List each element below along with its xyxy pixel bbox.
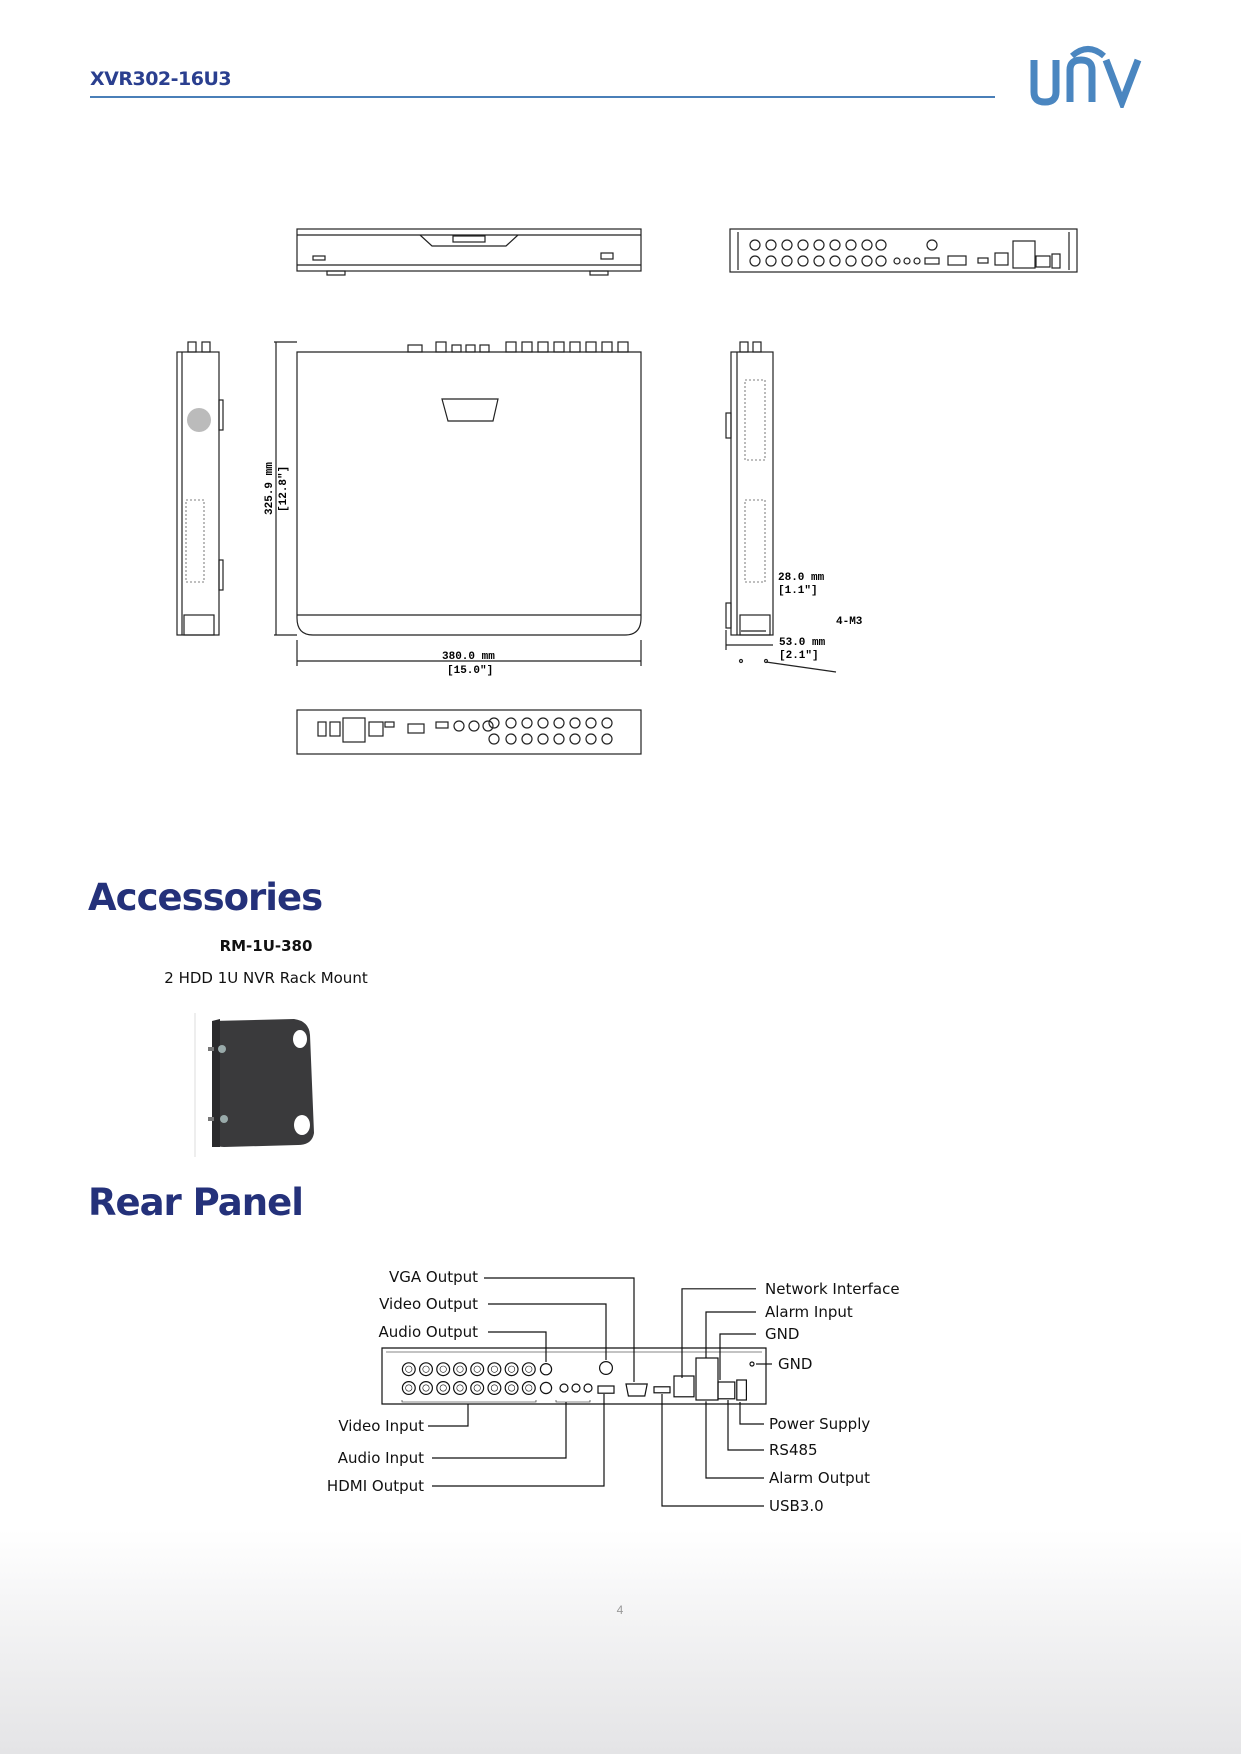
background-wave (0, 1530, 1241, 1754)
label-alarm-output: Alarm Output (767, 1469, 873, 1487)
front-view-drawing (296, 228, 642, 276)
label-gnd-1: GND (763, 1325, 802, 1343)
label-alarm-input: Alarm Input (763, 1303, 855, 1321)
accessory-description: 2 HDD 1U NVR Rack Mount (164, 969, 368, 987)
screw-label: 4-M3 (836, 616, 863, 628)
accessories-heading: Accessories (88, 876, 323, 919)
rear-view-bottom-drawing (296, 709, 642, 755)
label-video-input: Video Input (338, 1417, 424, 1435)
depth-in-label: [12.8"] (278, 466, 290, 512)
width-in-label: [15.0"] (447, 665, 493, 677)
label-audio-input: Audio Input (337, 1449, 424, 1467)
left-side-view-drawing (176, 341, 224, 636)
height-in-label: [2.1"] (779, 650, 819, 662)
page-number: 4 (616, 1603, 624, 1617)
label-vga-output: VGA Output (388, 1268, 478, 1286)
label-hdmi-output: HDMI Output (326, 1477, 424, 1495)
label-power-supply: Power Supply (767, 1415, 873, 1433)
label-rs485: RS485 (767, 1441, 820, 1459)
label-audio-output: Audio Output (378, 1323, 478, 1341)
accessory-model: RM-1U-380 (219, 937, 313, 955)
label-usb3: USB3.0 (767, 1497, 826, 1515)
model-title: XVR302-16U3 (90, 68, 232, 90)
depth-mm-label: 325.9 mm (264, 462, 276, 515)
header-divider (90, 96, 995, 98)
rear-panel-diagram (381, 1277, 772, 1507)
unv-logo (1030, 46, 1142, 108)
dimension-drawings: 325.9 mm [12.8"] 380.0 mm [15.0"] 28.0 m… (176, 228, 1078, 755)
width-mm-label: 380.0 mm (442, 651, 495, 663)
right-side-view-drawing (725, 341, 837, 673)
hole-offset-mm-label: 28.0 mm (778, 572, 825, 584)
hole-offset-in-label: [1.1"] (778, 585, 818, 597)
rear-panel-heading: Rear Panel (88, 1181, 304, 1224)
label-gnd-2: GND (776, 1355, 815, 1373)
height-mm-label: 53.0 mm (779, 637, 826, 649)
rack-mount-bracket-image (194, 1013, 314, 1157)
label-video-output: Video Output (379, 1295, 478, 1313)
top-view-drawing (274, 341, 642, 666)
label-network-interface: Network Interface (763, 1280, 902, 1298)
rear-view-top-drawing (729, 228, 1078, 273)
